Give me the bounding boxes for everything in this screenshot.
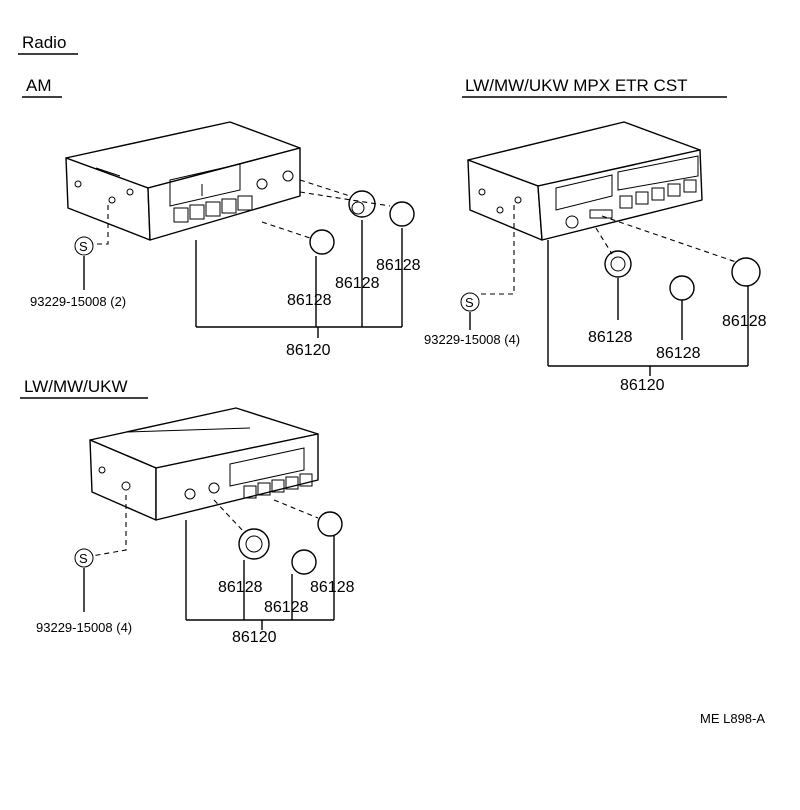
assembly-part-mpx: 86120 (620, 377, 665, 394)
knob-part-mpx-2: 86128 (656, 345, 701, 362)
screw-mpx: S (460, 292, 480, 312)
section-heading-mpx: LW/MW/UKW MPX ETR CST (465, 76, 688, 95)
assembly-part-lwmwukw: 86120 (232, 629, 277, 646)
knob-am-3 (309, 229, 335, 255)
screw-symbol-lwmwukw: S (79, 551, 88, 566)
knob-mpx-3 (731, 257, 761, 287)
screw-am: S (74, 236, 94, 256)
section-heading-lwmwukw: LW/MW/UKW (24, 377, 128, 396)
knob-part-lwmwukw-1: 86128 (218, 579, 263, 596)
screw-part-lwmwukw: 93229-15008 (4) (36, 620, 132, 635)
screw-symbol-mpx: S (465, 295, 474, 310)
knob-part-lwmwukw-2: 86128 (310, 579, 355, 596)
knob-part-am-1: 86128 (335, 275, 380, 292)
knob-am-2 (389, 201, 415, 227)
screw-part-am: 93229-15008 (2) (30, 294, 126, 309)
section-lw-mw-ukw: LW/MW/UKW (20, 377, 355, 646)
section-am: AM (22, 76, 421, 359)
knob-lwmwukw-3 (317, 511, 343, 537)
radio-unit-am (65, 121, 301, 241)
screw-part-mpx: 93229-15008 (4) (424, 332, 520, 347)
page-title: Radio (22, 33, 66, 52)
section-heading-am: AM (26, 76, 52, 95)
footer-code: ME L898-A (700, 711, 765, 726)
radio-unit-lwmwukw (89, 407, 319, 521)
section-lw-mw-ukw-mpx: LW/MW/UKW MPX ETR CST (424, 76, 767, 394)
knob-mpx-2 (669, 275, 695, 301)
radio-unit-mpx (467, 121, 703, 241)
knob-part-am-2: 86128 (376, 257, 421, 274)
knob-part-mpx-1: 86128 (588, 329, 633, 346)
knob-lwmwukw-2 (291, 549, 317, 575)
screw-lwmwukw: S (74, 548, 94, 568)
knob-am-1 (348, 190, 376, 218)
knob-lwmwukw-1 (238, 528, 270, 560)
knob-part-am-3: 86128 (287, 292, 332, 309)
screw-symbol-am: S (79, 239, 88, 254)
knob-mpx-1 (604, 250, 632, 278)
knob-part-lwmwukw-3: 86128 (264, 599, 309, 616)
assembly-part-am: 86120 (286, 342, 331, 359)
knob-part-mpx-3: 86128 (722, 313, 767, 330)
